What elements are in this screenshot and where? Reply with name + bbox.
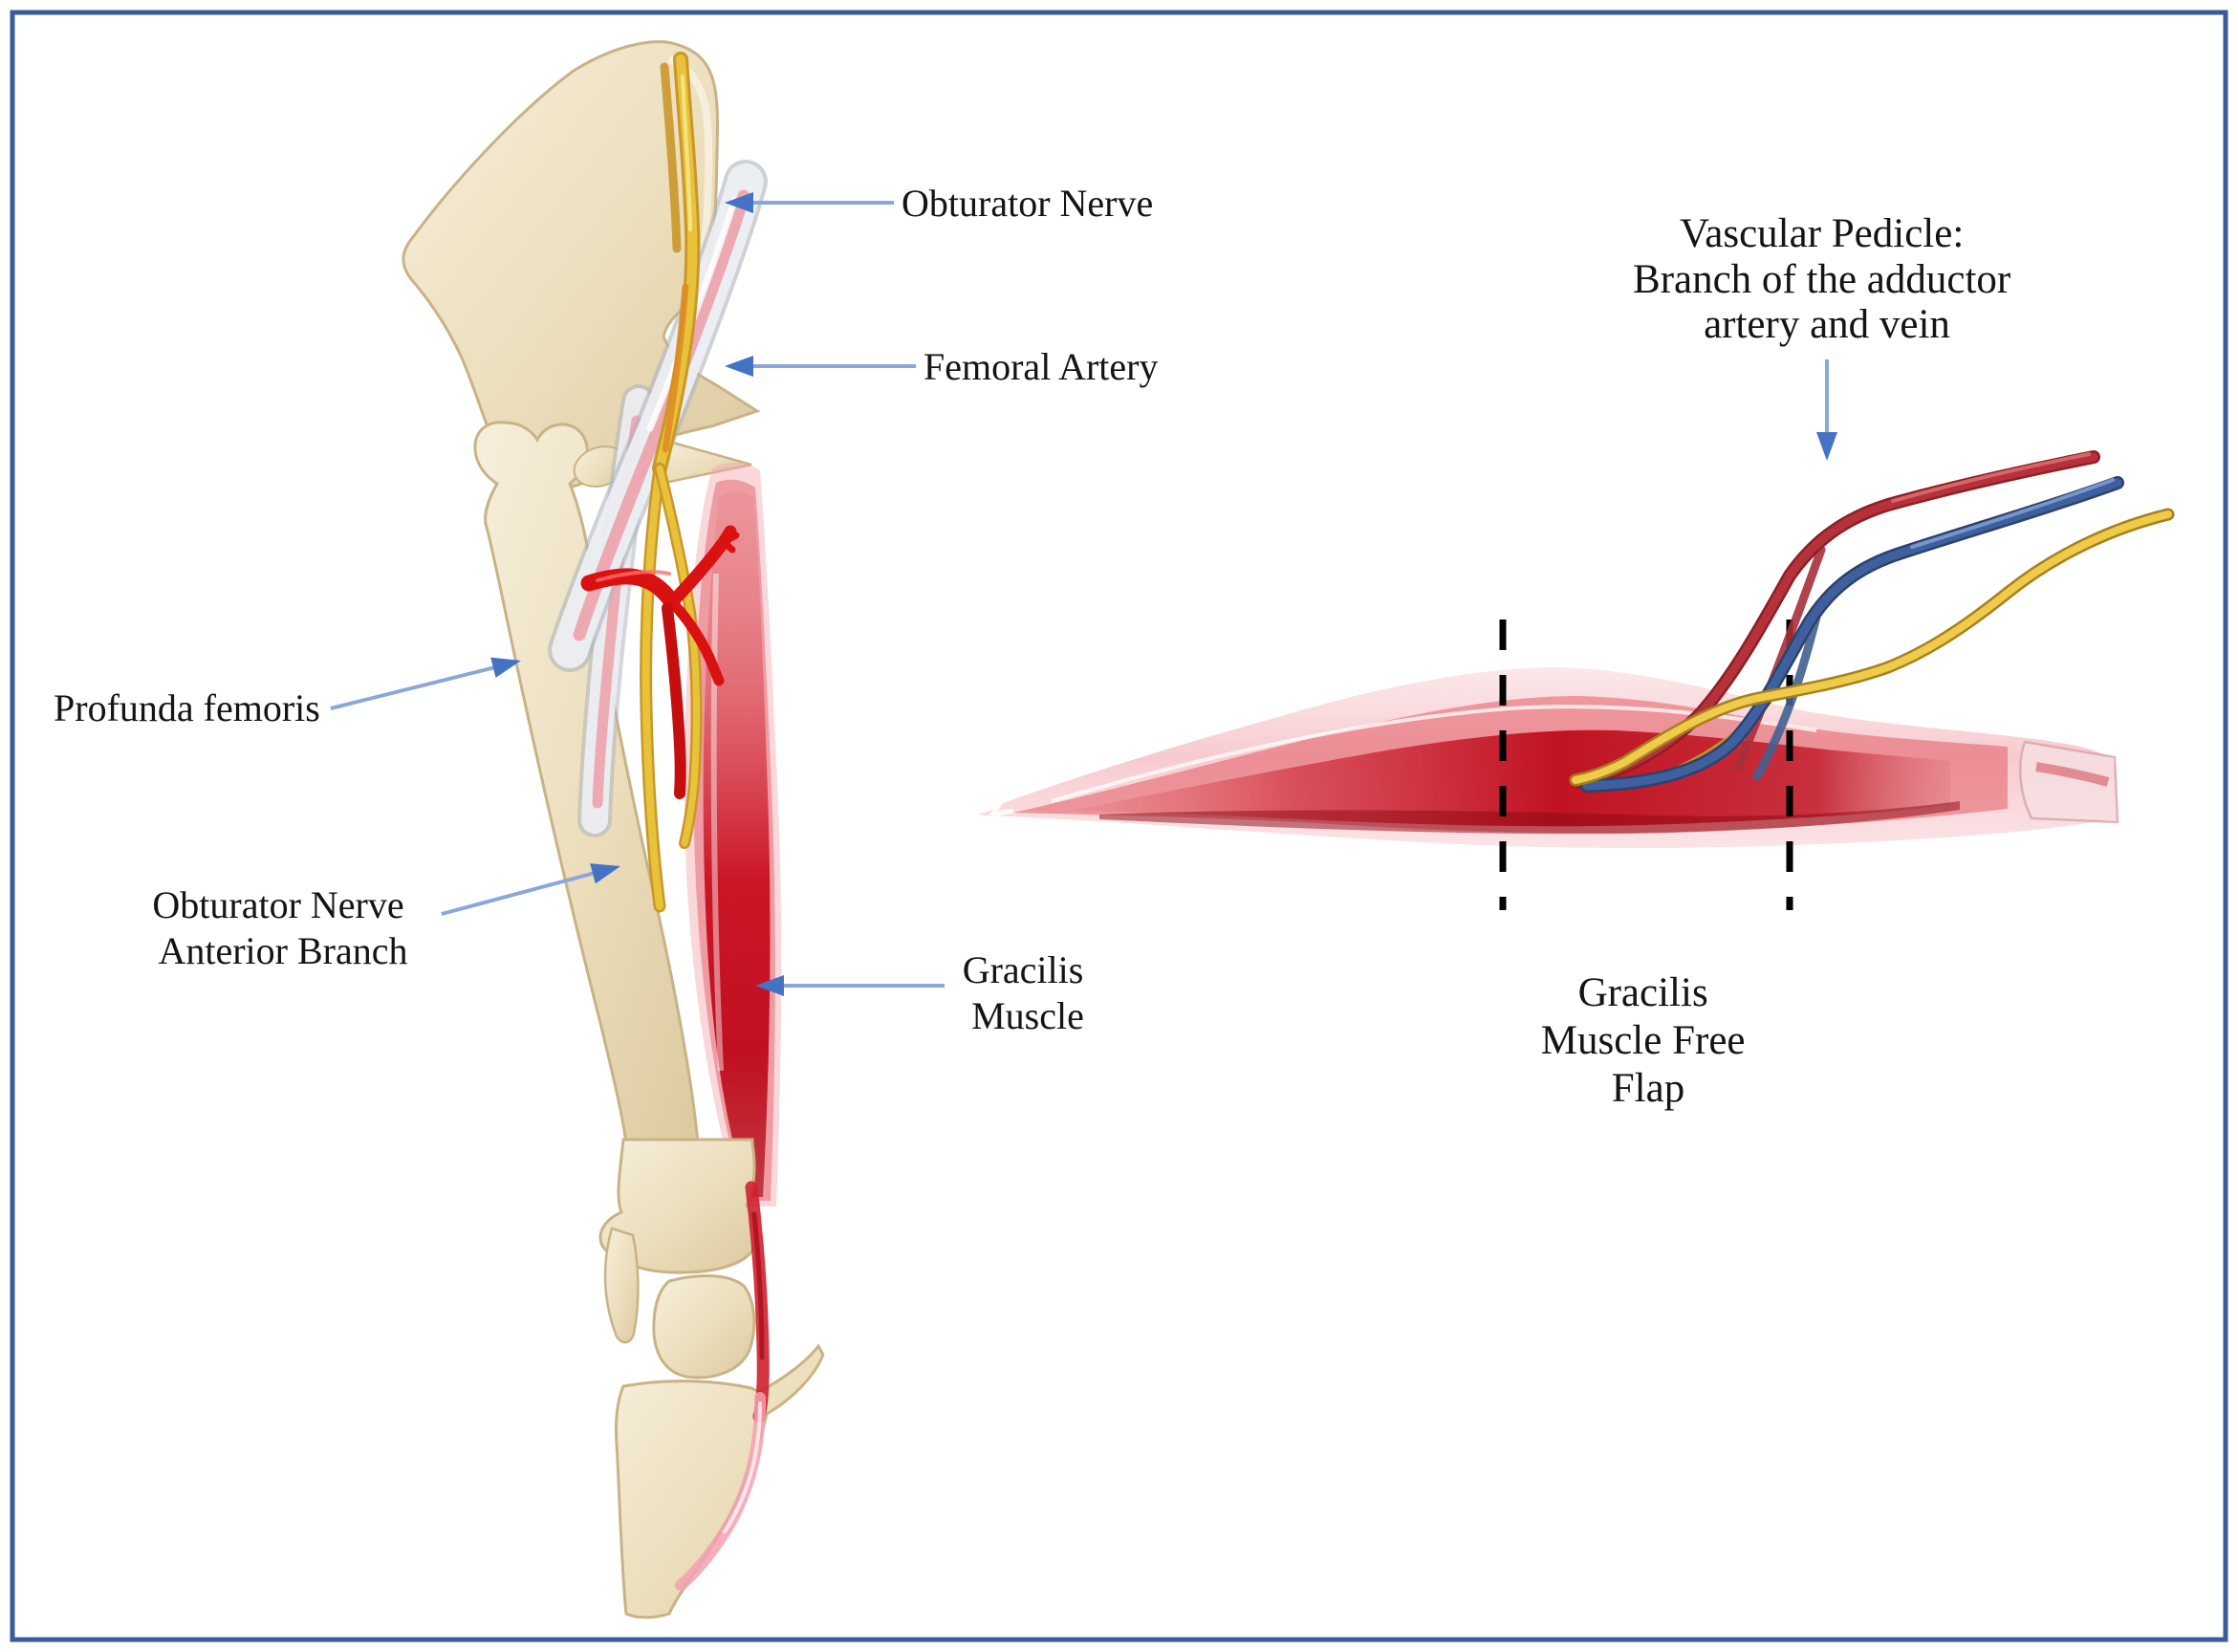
adductor-branch-vessel <box>580 525 740 799</box>
flap-tendon-tip <box>970 800 1014 818</box>
label-profunda-femoris: Profunda femoris <box>54 686 320 729</box>
arrow-obturator-nerve-anterior-branch <box>441 863 620 916</box>
pedicle-vein-branch <box>1752 612 1821 781</box>
label-obturator-nerve: Obturator Nerve <box>902 182 1153 225</box>
figure-border <box>10 10 2228 1642</box>
label-vascular-pedicle: Vascular Pedicle: Branch of the adductor… <box>1633 211 2021 347</box>
flap-cut-lines <box>1499 620 1793 910</box>
arrow-gracilis-muscle <box>755 975 945 996</box>
right-panel-labels: Vascular Pedicle: Branch of the adductor… <box>1541 211 2021 1111</box>
tibia-bone <box>615 1343 825 1619</box>
pedicle-vessels <box>1569 450 2175 793</box>
pedicle-vein <box>1580 476 2124 793</box>
left-panel-labels: Obturator Nerve Femoral Artery Profunda … <box>54 182 1159 1037</box>
flap-tendon-end <box>2019 740 2119 824</box>
label-gracilis-muscle-free-flap: Gracilis Muscle Free Flap <box>1541 970 1756 1111</box>
flap-muscle <box>970 667 2119 849</box>
arrow-profunda-femoris <box>330 657 521 710</box>
arrow-obturator-nerve <box>725 192 894 213</box>
pedicle-artery-branch <box>1733 545 1826 772</box>
gracilis-tendon <box>675 1181 770 1591</box>
label-femoral-artery: Femoral Artery <box>923 345 1159 388</box>
pedicle-nerve <box>1569 508 2175 787</box>
patella-bone <box>652 1274 756 1380</box>
left-panel-illustration: Obturator Nerve Femoral Artery Profunda … <box>54 40 1159 1619</box>
right-panel-illustration: Vascular Pedicle: Branch of the adductor… <box>970 211 2175 1111</box>
condyle-wedge-bone <box>603 1227 640 1344</box>
arrow-vascular-pedicle <box>1816 359 1837 461</box>
obturator-nerve-path <box>640 52 703 913</box>
label-obturator-nerve-anterior-branch: Obturator Nerve Anterior Branch <box>152 883 413 972</box>
arrow-femoral-artery <box>725 356 916 377</box>
label-gracilis-muscle: Gracilis Muscle <box>963 948 1094 1037</box>
